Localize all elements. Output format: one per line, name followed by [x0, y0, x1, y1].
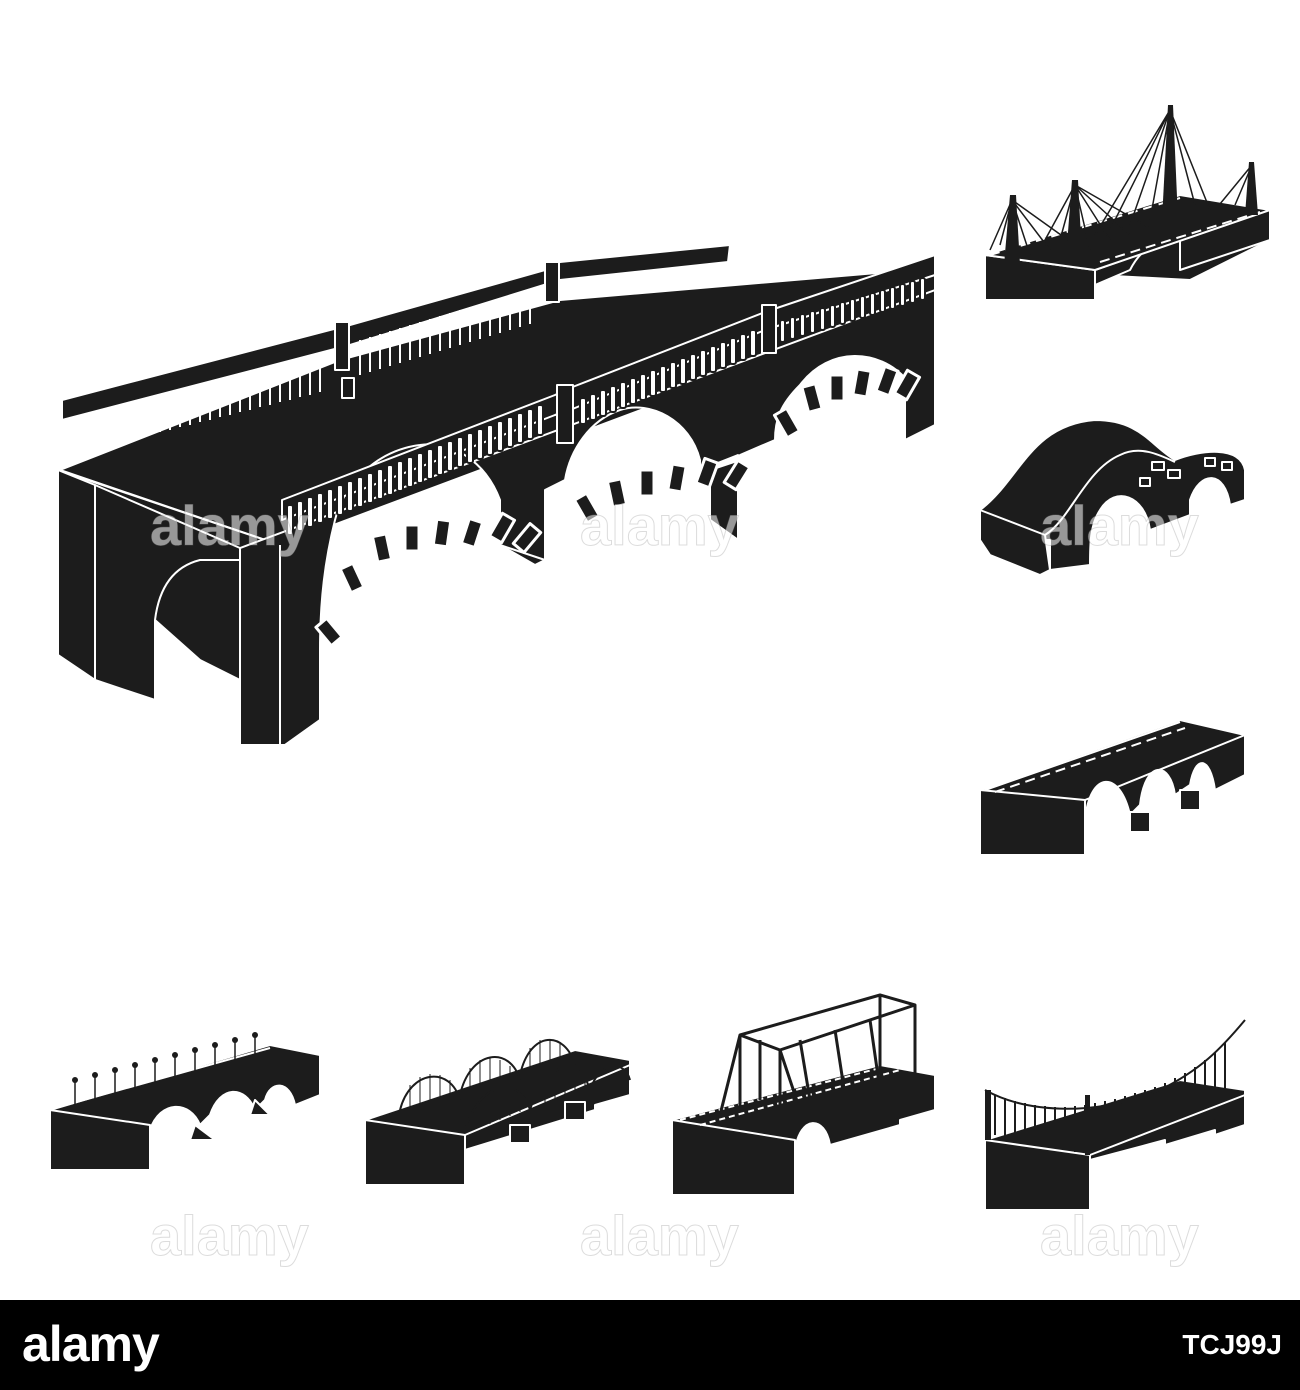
bowstring-arch-bridge-icon: [364, 1038, 631, 1186]
image-id-label: TCJ99J: [1182, 1329, 1282, 1360]
alamy-logo: alamy: [22, 1316, 160, 1372]
truss-rail-bridge-icon: [671, 993, 936, 1196]
svg-text:alamy: alamy: [580, 1204, 739, 1267]
stone-arch-bridge-large-icon: [57, 244, 936, 746]
cable-stayed-bridge-icon: [984, 105, 1271, 301]
svg-text:alamy: alamy: [150, 1204, 309, 1267]
stock-footer-bar: alamy TCJ99J: [0, 1300, 1300, 1390]
svg-text:alamy: alamy: [580, 494, 739, 557]
svg-text:alamy: alamy: [1040, 1204, 1199, 1267]
svg-text:alamy: alamy: [1040, 494, 1199, 557]
svg-text:alamy: alamy: [150, 494, 309, 557]
bridge-icons-canvas: alamy alamy alamy alamy alamy alamy: [49, 105, 1271, 1268]
humpback-arch-bridge-icon: [979, 419, 1246, 576]
lamp-arch-bridge-icon: [49, 1032, 321, 1171]
road-arch-bridge-icon: [979, 719, 1246, 856]
watermark-layer: alamy alamy alamy alamy alamy alamy: [150, 494, 1200, 1268]
suspension-bridge-icon: [984, 1019, 1246, 1211]
